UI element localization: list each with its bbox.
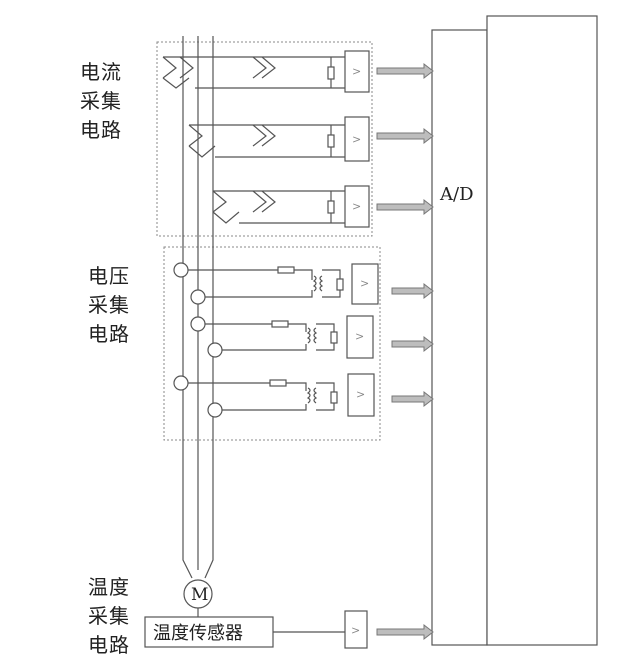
voltage-label-line1: 电压 <box>88 264 130 288</box>
temperature-label-line3: 电路 <box>88 633 130 657</box>
current-channel-1 <box>162 50 370 93</box>
current-label-line2: 采集 <box>80 89 122 113</box>
current-channel-3 <box>212 185 370 228</box>
current-buffer-symbols: > > > <box>352 65 361 213</box>
motor-label: M <box>191 585 208 605</box>
mcu-box <box>486 15 598 646</box>
voltage-channel-3 <box>188 373 375 417</box>
voltage-collection-label: 电压 采集 电路 <box>88 262 130 349</box>
voltage-taps <box>173 262 223 418</box>
sensor-buffer-symbol: > <box>351 624 360 637</box>
data-arrows <box>376 62 434 641</box>
voltage-label-line3: 电路 <box>88 322 130 346</box>
current-collection-label: 电流 采集 电路 <box>80 58 122 145</box>
svg-text:>: > <box>352 65 361 78</box>
current-label-line1: 电流 <box>80 60 122 84</box>
current-channel-2 <box>188 116 370 162</box>
svg-text:>: > <box>355 330 364 343</box>
ad-label: A/D <box>439 184 474 205</box>
sensor-buffer-box <box>344 610 368 649</box>
svg-text:>: > <box>360 277 369 290</box>
temperature-label-line1: 温度 <box>88 575 130 599</box>
current-circuit-box <box>156 41 373 237</box>
voltage-circuit-box <box>163 246 381 441</box>
temperature-collection-label: 温度 采集 电路 <box>88 573 130 660</box>
current-label-line3: 电路 <box>80 118 122 142</box>
svg-text:>: > <box>352 200 361 213</box>
voltage-buffer-symbols: > > > <box>355 277 369 401</box>
voltage-channel-1 <box>188 263 379 305</box>
three-phase-lines <box>182 36 214 579</box>
temperature-label-line2: 采集 <box>88 604 130 628</box>
temperature-sensor-label: 温度传感器 <box>153 623 243 644</box>
svg-text:>: > <box>356 388 365 401</box>
ad-converter-box <box>431 29 488 646</box>
voltage-label-line2: 采集 <box>88 293 130 317</box>
voltage-channel-2 <box>205 315 374 359</box>
svg-text:>: > <box>352 133 361 146</box>
temperature-sensor-box <box>144 616 274 648</box>
